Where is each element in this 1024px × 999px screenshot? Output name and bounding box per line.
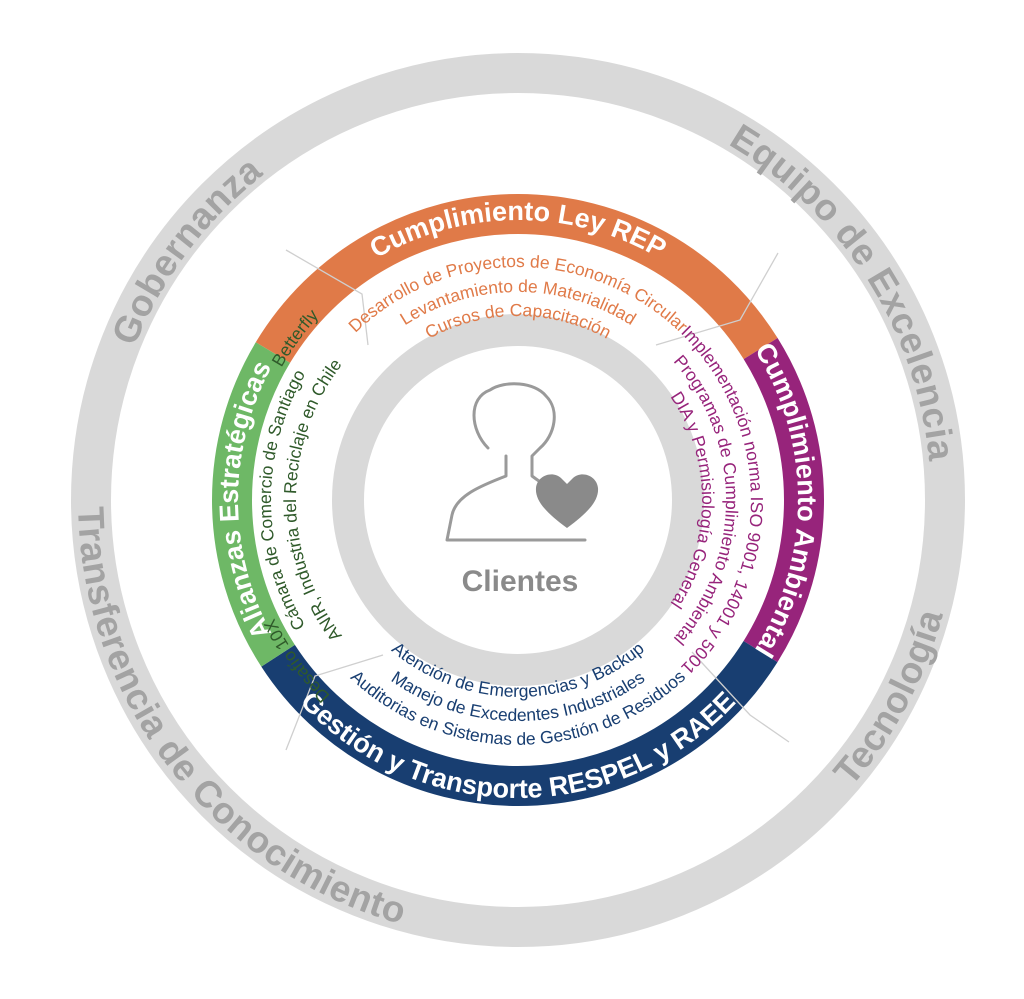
outer-label-tecnologia: Tecnología: [826, 605, 951, 793]
outer-label-gobernanza: Gobernanza: [104, 149, 269, 351]
outer-ring: [71, 53, 965, 947]
sector-dividers: [285, 249, 790, 751]
band-bottom-respel: [212, 194, 824, 806]
center-label: Clientes: [462, 565, 579, 598]
band-top-ley-rep: [212, 194, 824, 806]
heart-icon: [535, 474, 599, 528]
person-outline: [445, 382, 587, 542]
band-right-ambiental: [212, 194, 824, 806]
center-ring: [332, 314, 704, 686]
person-heart-icon: [445, 382, 599, 542]
band-left-alianzas: [212, 194, 824, 806]
